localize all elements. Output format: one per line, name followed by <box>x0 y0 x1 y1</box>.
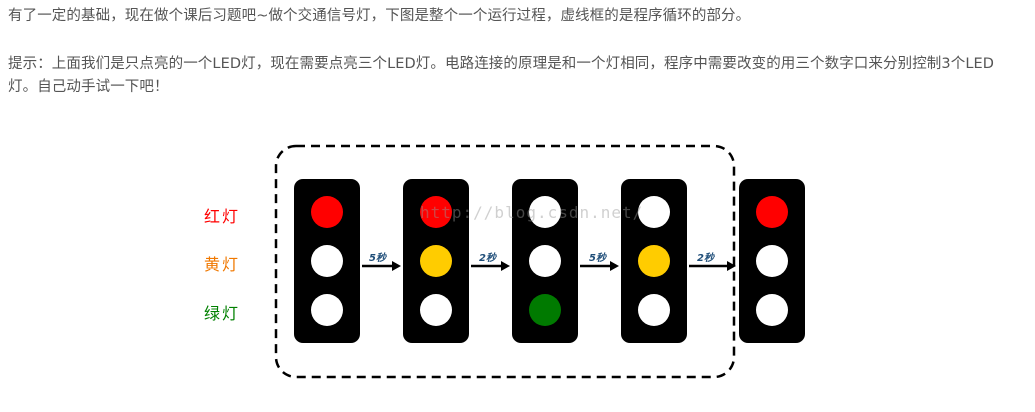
yellow-lamp <box>638 245 670 277</box>
arrow-3 <box>580 261 619 271</box>
label-yellow-light: 黄灯 <box>204 255 241 274</box>
red-lamp <box>420 196 452 228</box>
green-lamp <box>756 294 788 326</box>
traffic-light-3 <box>512 179 578 343</box>
arrow-4 <box>689 261 736 271</box>
green-lamp <box>420 294 452 326</box>
traffic-light-4 <box>621 179 687 343</box>
yellow-lamp <box>311 245 343 277</box>
red-lamp <box>638 196 670 228</box>
green-lamp <box>529 294 561 326</box>
loop-frame <box>274 144 736 379</box>
arrow-1 <box>362 261 401 271</box>
intro-text: 有了一定的基础，现在做个课后习题吧~做个交通信号灯，下图是整个一个运行过程，虚线… <box>8 8 751 24</box>
traffic-light-2 <box>403 179 469 343</box>
hint-text: 提示：上面我们是只点亮的一个LED灯，现在需要点亮三个LED灯。电路连接的原理是… <box>8 56 995 95</box>
red-lamp <box>311 196 343 228</box>
yellow-lamp <box>756 245 788 277</box>
traffic-light-5 <box>739 179 805 343</box>
red-lamp <box>756 196 788 228</box>
watermark: http://blog.csdn.net/ <box>420 203 644 222</box>
green-lamp <box>311 294 343 326</box>
label-red-light: 红灯 <box>204 207 241 226</box>
duration-label-3: 5秒 <box>589 253 606 264</box>
label-green-light: 绿灯 <box>204 304 241 323</box>
green-lamp <box>638 294 670 326</box>
red-lamp <box>529 196 561 228</box>
traffic-light-1 <box>294 179 360 343</box>
arrow-2 <box>471 261 510 271</box>
duration-label-4: 2秒 <box>697 253 714 264</box>
yellow-lamp <box>529 245 561 277</box>
duration-label-1: 5秒 <box>369 253 386 264</box>
duration-label-2: 2秒 <box>479 253 496 264</box>
yellow-lamp <box>420 245 452 277</box>
